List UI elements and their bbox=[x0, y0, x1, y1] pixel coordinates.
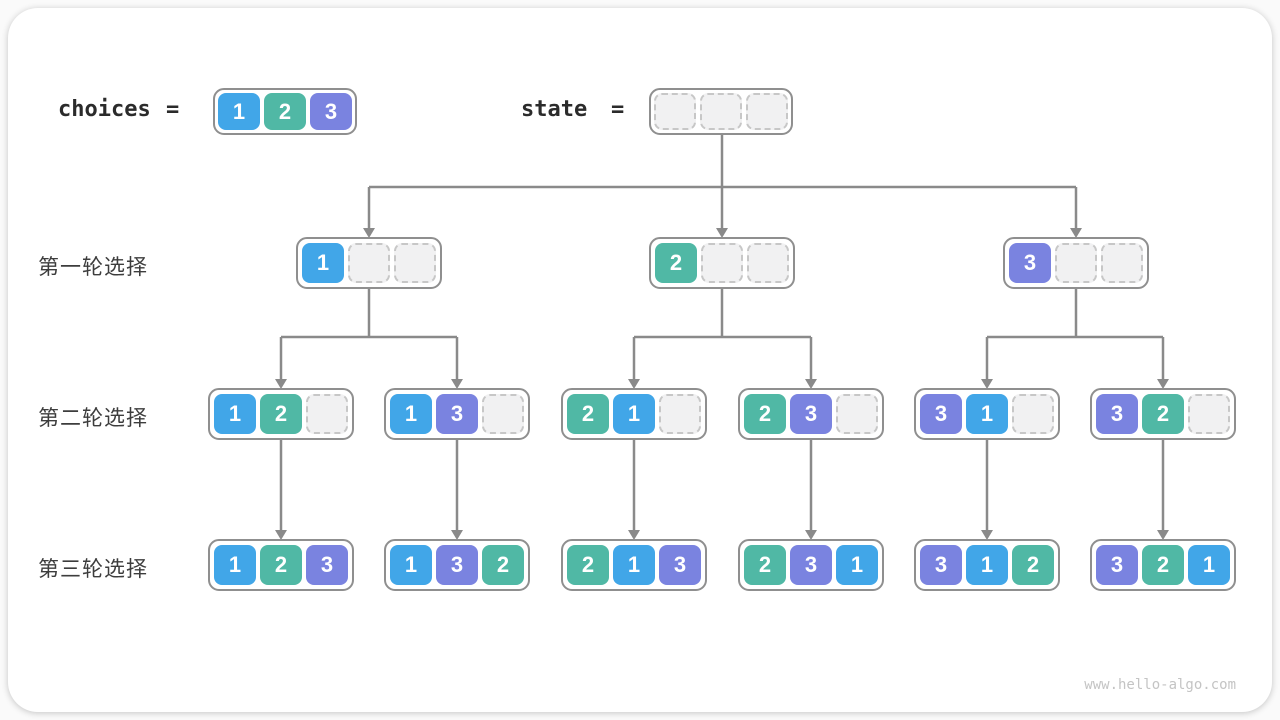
state-node-3: 3 bbox=[1003, 237, 1149, 289]
empty-slot-cell bbox=[394, 243, 436, 283]
choice-cell-2: 2 bbox=[1142, 545, 1184, 585]
state-array-box bbox=[649, 88, 793, 135]
choice-cell-2: 2 bbox=[1012, 545, 1054, 585]
choice-cell-1: 1 bbox=[836, 545, 878, 585]
choice-cell-3: 3 bbox=[1009, 243, 1051, 283]
choice-cell-2: 2 bbox=[260, 545, 302, 585]
choice-cell-1: 1 bbox=[613, 394, 655, 434]
choice-cell-2: 2 bbox=[260, 394, 302, 434]
choice-cell-2: 2 bbox=[482, 545, 524, 585]
choice-cell-1: 1 bbox=[390, 545, 432, 585]
empty-slot-cell bbox=[654, 93, 696, 130]
state-equals-sign: = bbox=[611, 97, 625, 122]
empty-slot-cell bbox=[1012, 394, 1054, 434]
choice-cell-3: 3 bbox=[310, 93, 352, 130]
choice-cell-1: 1 bbox=[214, 545, 256, 585]
choice-cell-3: 3 bbox=[920, 545, 962, 585]
choice-cell-2: 2 bbox=[655, 243, 697, 283]
choice-cell-3: 3 bbox=[920, 394, 962, 434]
state-node-2: 2 bbox=[649, 237, 795, 289]
choice-cell-1: 1 bbox=[390, 394, 432, 434]
empty-slot-cell bbox=[659, 394, 701, 434]
choice-cell-1: 1 bbox=[1188, 545, 1230, 585]
choice-cell-2: 2 bbox=[567, 394, 609, 434]
state-node-1: 1 bbox=[296, 237, 442, 289]
choice-cell-1: 1 bbox=[302, 243, 344, 283]
watermark: www.hello-algo.com bbox=[1084, 677, 1236, 693]
choice-cell-3: 3 bbox=[1096, 545, 1138, 585]
row-label-round-2: 第二轮选择 bbox=[38, 407, 148, 430]
choices-equals-sign: = bbox=[166, 97, 180, 122]
choice-cell-3: 3 bbox=[790, 545, 832, 585]
empty-slot-cell bbox=[836, 394, 878, 434]
choice-cell-3: 3 bbox=[1096, 394, 1138, 434]
row-label-round-1: 第一轮选择 bbox=[38, 256, 148, 279]
choice-cell-2: 2 bbox=[744, 545, 786, 585]
state-label: state bbox=[521, 97, 588, 122]
empty-slot-cell bbox=[482, 394, 524, 434]
choice-cell-3: 3 bbox=[790, 394, 832, 434]
empty-slot-cell bbox=[701, 243, 743, 283]
row-label-round-3: 第三轮选择 bbox=[38, 558, 148, 581]
empty-slot-cell bbox=[746, 93, 788, 130]
empty-slot-cell bbox=[306, 394, 348, 434]
choice-cell-1: 1 bbox=[218, 93, 260, 130]
choice-cell-3: 3 bbox=[659, 545, 701, 585]
empty-slot-cell bbox=[1188, 394, 1230, 434]
choice-cell-2: 2 bbox=[744, 394, 786, 434]
choice-cell-3: 3 bbox=[306, 545, 348, 585]
choice-cell-2: 2 bbox=[1142, 394, 1184, 434]
choice-cell-3: 3 bbox=[436, 394, 478, 434]
empty-slot-cell bbox=[1055, 243, 1097, 283]
choice-cell-1: 1 bbox=[214, 394, 256, 434]
choices-label: choices bbox=[58, 97, 151, 122]
choice-cell-2: 2 bbox=[567, 545, 609, 585]
choice-cell-1: 1 bbox=[613, 545, 655, 585]
choice-cell-3: 3 bbox=[436, 545, 478, 585]
empty-slot-cell bbox=[348, 243, 390, 283]
choice-cell-1: 1 bbox=[966, 545, 1008, 585]
empty-slot-cell bbox=[700, 93, 742, 130]
choice-cell-1: 1 bbox=[966, 394, 1008, 434]
empty-slot-cell bbox=[1101, 243, 1143, 283]
empty-slot-cell bbox=[747, 243, 789, 283]
choice-cell-2: 2 bbox=[264, 93, 306, 130]
